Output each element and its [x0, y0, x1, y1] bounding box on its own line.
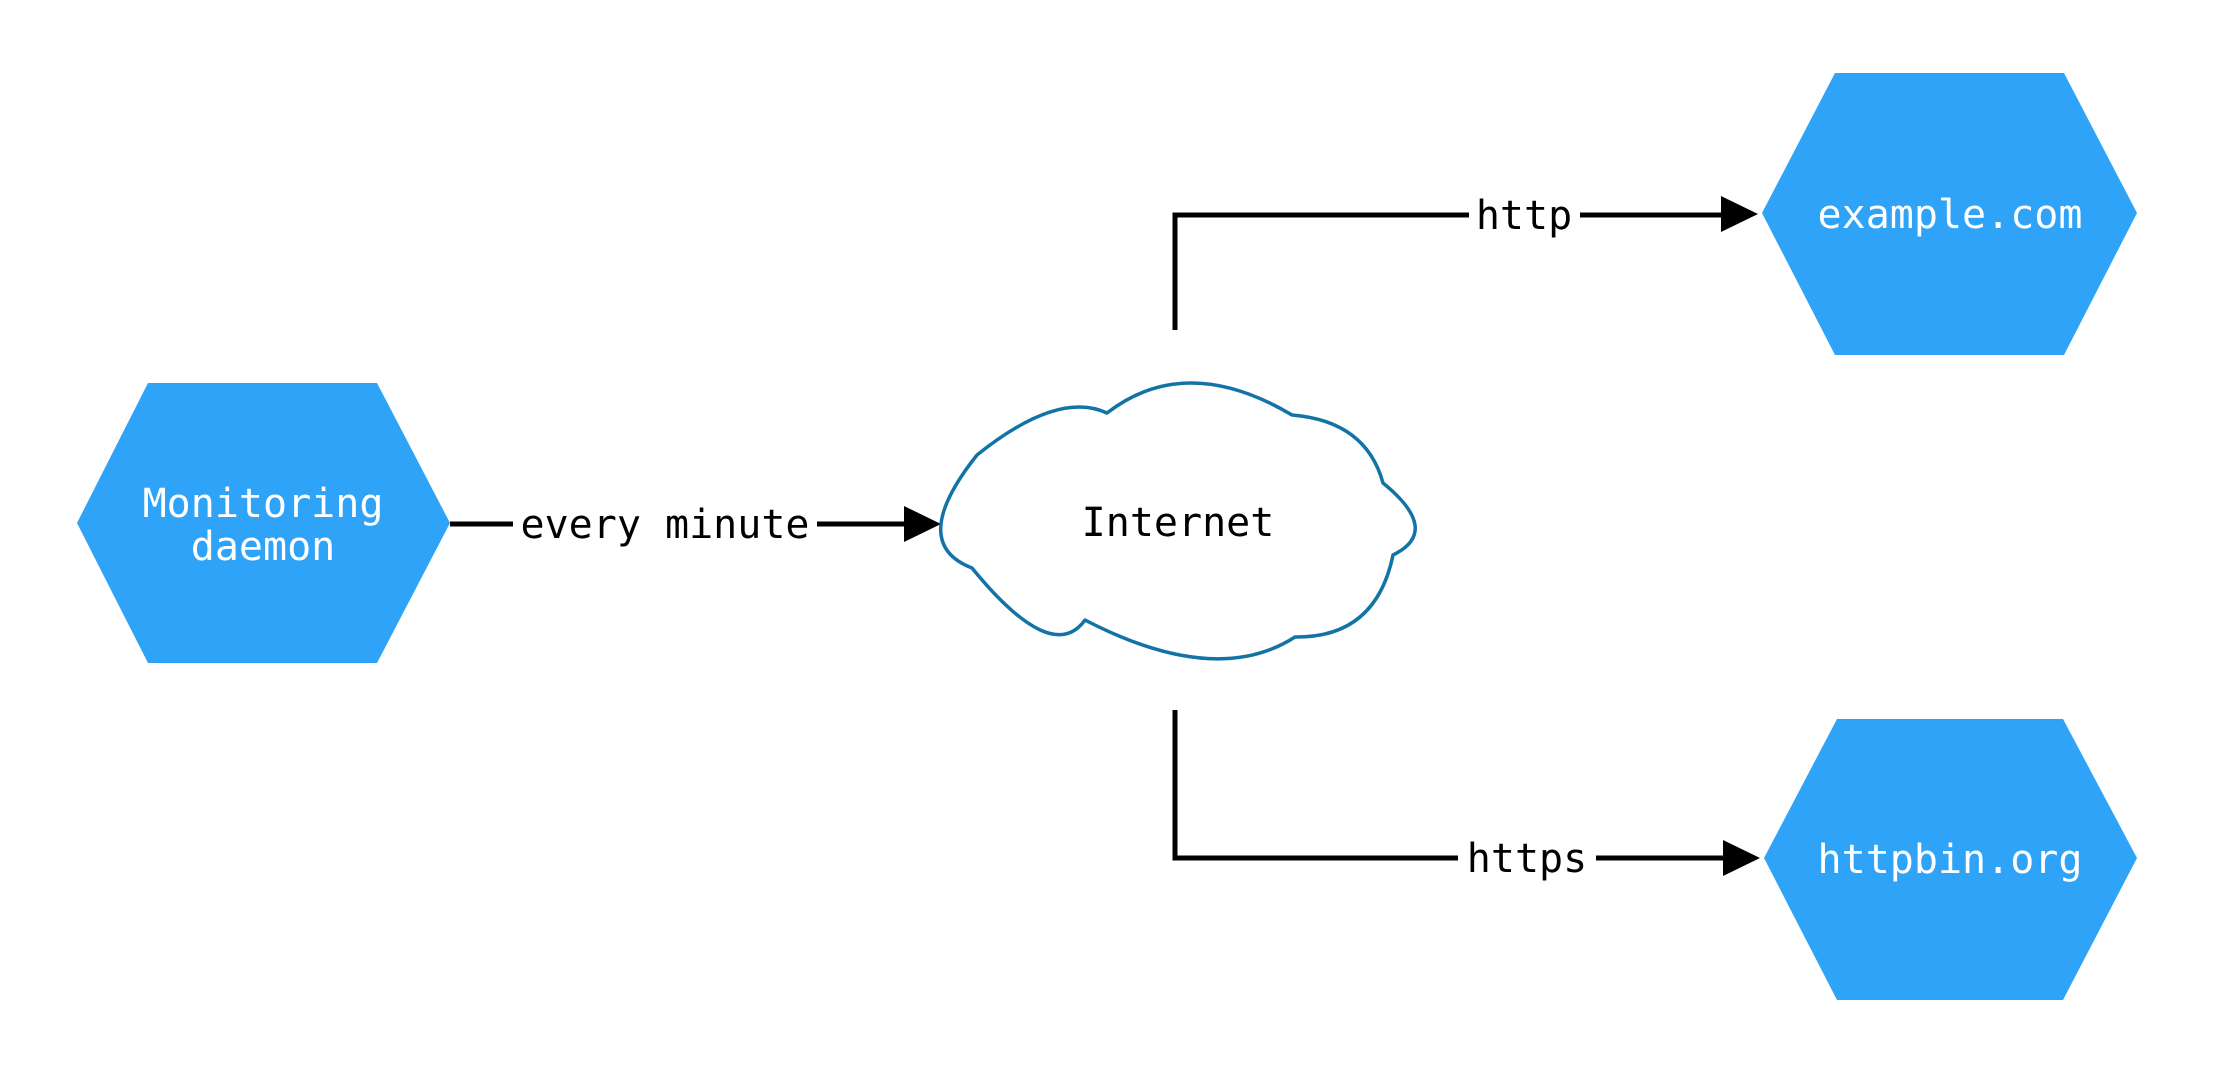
edge-line-segment [1172, 710, 1458, 861]
edge-label-every-minute: every minute [521, 502, 810, 548]
node-httpbin-org: httpbin.org [1764, 719, 2137, 1000]
node-label-daemon: daemon [191, 524, 336, 570]
edge-label-http: http [1476, 193, 1572, 239]
hexagon-shape [1764, 719, 2137, 1000]
hexagon-shape [1762, 73, 2137, 355]
arrowhead-icon [904, 506, 941, 542]
arrowhead-icon [1721, 196, 1758, 232]
edge-internet-to-httpbin: https [1172, 710, 1760, 882]
node-example-com: example.com [1762, 73, 2137, 355]
node-monitoring-daemon: Monitoring daemon [77, 383, 450, 663]
node-label-example-com: example.com [1818, 192, 2083, 238]
edge-daemon-to-internet: every minute [450, 502, 941, 548]
edge-label-https: https [1467, 836, 1587, 882]
cloud-shape [939, 381, 1417, 661]
hexagon-shape [77, 383, 450, 663]
node-internet-cloud: Internet [939, 381, 1417, 661]
edge-line-segment [1172, 212, 1469, 330]
node-label-internet: Internet [1082, 500, 1275, 546]
node-label-httpbin-org: httpbin.org [1818, 837, 2083, 883]
arrowhead-icon [1723, 840, 1760, 876]
edge-internet-to-example: http [1172, 193, 1758, 330]
node-label-monitoring: Monitoring [143, 481, 384, 527]
